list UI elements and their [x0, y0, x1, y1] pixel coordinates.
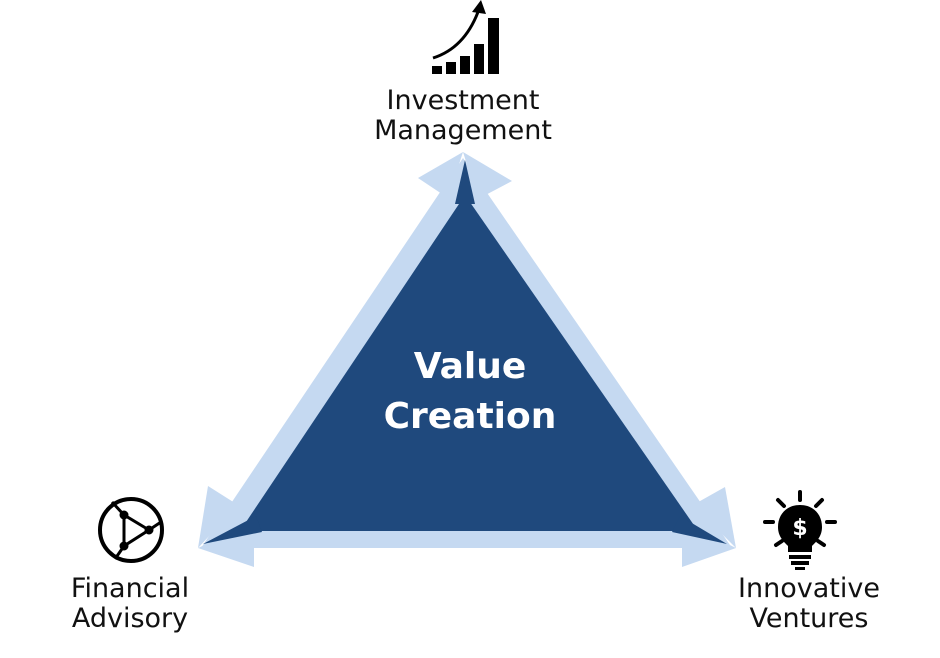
node-label-right-line2: Ventures — [749, 603, 869, 634]
spike-right — [672, 516, 727, 544]
spike-left — [203, 516, 262, 544]
center-label-line1: Value — [413, 346, 527, 387]
value-creation-triangle — [240, 195, 698, 531]
node-label-financial-advisory: Financial Advisory — [30, 574, 230, 634]
growth-chart-icon — [432, 0, 499, 74]
node-label-investment-management: Investment Management — [343, 86, 583, 146]
arrowhead-top-left — [418, 152, 463, 198]
spike-top — [455, 160, 475, 204]
center-label: Value Creation — [380, 342, 560, 442]
center-label-line2: Creation — [383, 396, 557, 437]
arrowhead-top-right — [463, 152, 512, 199]
arrowhead-right-up — [693, 487, 736, 548]
lightbulb-dollar-icon: $ — [763, 490, 837, 570]
node-label-left-line1: Financial — [70, 573, 190, 604]
node-label-innovative-ventures: Innovative Ventures — [704, 574, 914, 634]
node-label-left-line2: Advisory — [71, 603, 189, 634]
node-label-top-line2: Management — [374, 115, 552, 146]
arrowhead-left-up — [198, 486, 238, 548]
node-label-right-line1: Innovative — [738, 573, 880, 604]
node-label-top-line1: Investment — [386, 85, 540, 116]
svg-text:$: $ — [792, 516, 807, 541]
network-globe-icon — [98, 497, 164, 563]
